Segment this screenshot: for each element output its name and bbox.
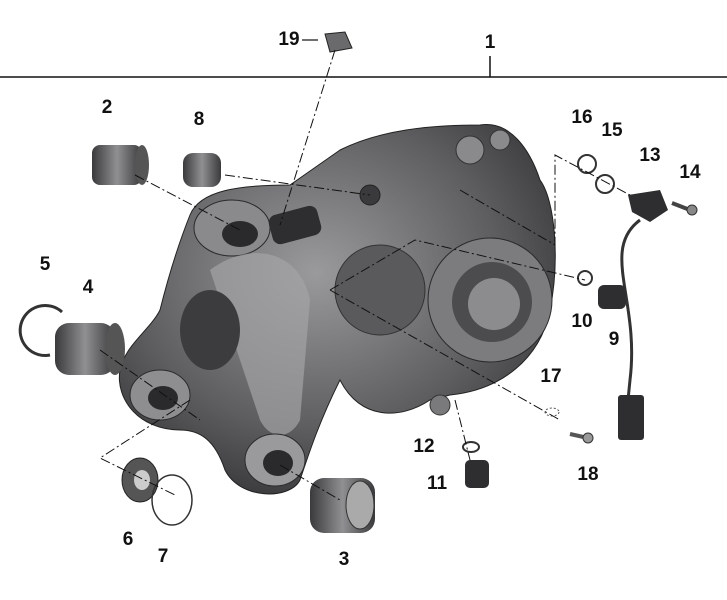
part-10-oring: [577, 270, 593, 286]
part-11-plug: [465, 460, 489, 488]
callout-17: 17: [540, 366, 562, 387]
part-13-sensor: [618, 190, 668, 440]
callout-14: 14: [679, 162, 701, 183]
part-12-oring: [462, 441, 480, 453]
callout-9: 9: [608, 329, 620, 350]
assembly-axes: [98, 49, 631, 501]
callout-7: 7: [157, 546, 169, 567]
part-6-seal: [121, 457, 159, 503]
part-4-bearing: [55, 323, 125, 375]
callout-18: 18: [577, 464, 599, 485]
callout-5: 5: [39, 254, 51, 275]
callout-6: 6: [122, 529, 134, 550]
callout-8: 8: [193, 109, 205, 130]
part-5-circlip: [18, 304, 64, 357]
callout-13: 13: [639, 145, 661, 166]
callout-10: 10: [571, 311, 593, 332]
part-9-plug: [598, 285, 626, 309]
part-17-washer: [544, 407, 560, 417]
callout-19: 19: [278, 29, 300, 50]
part-7-oring: [151, 474, 193, 526]
callout-16: 16: [571, 107, 593, 128]
callout-2: 2: [101, 97, 113, 118]
callout-15: 15: [601, 120, 623, 141]
part-19-clip: [324, 31, 353, 53]
callout-12: 12: [413, 436, 435, 457]
callout-1: 1: [484, 32, 496, 53]
callout-11: 11: [426, 473, 448, 494]
callout-4: 4: [82, 277, 94, 298]
part-3-needle-bearing: [310, 478, 375, 533]
final-drive-housing: [118, 124, 556, 495]
part-16-oring: [577, 154, 597, 174]
part-8-bushing: [183, 153, 221, 187]
part-18-screw: [569, 432, 594, 444]
part-14-screw: [671, 201, 698, 216]
part-15-oring: [595, 174, 615, 194]
part-2-bushing: [92, 145, 149, 185]
callout-3: 3: [338, 549, 350, 570]
